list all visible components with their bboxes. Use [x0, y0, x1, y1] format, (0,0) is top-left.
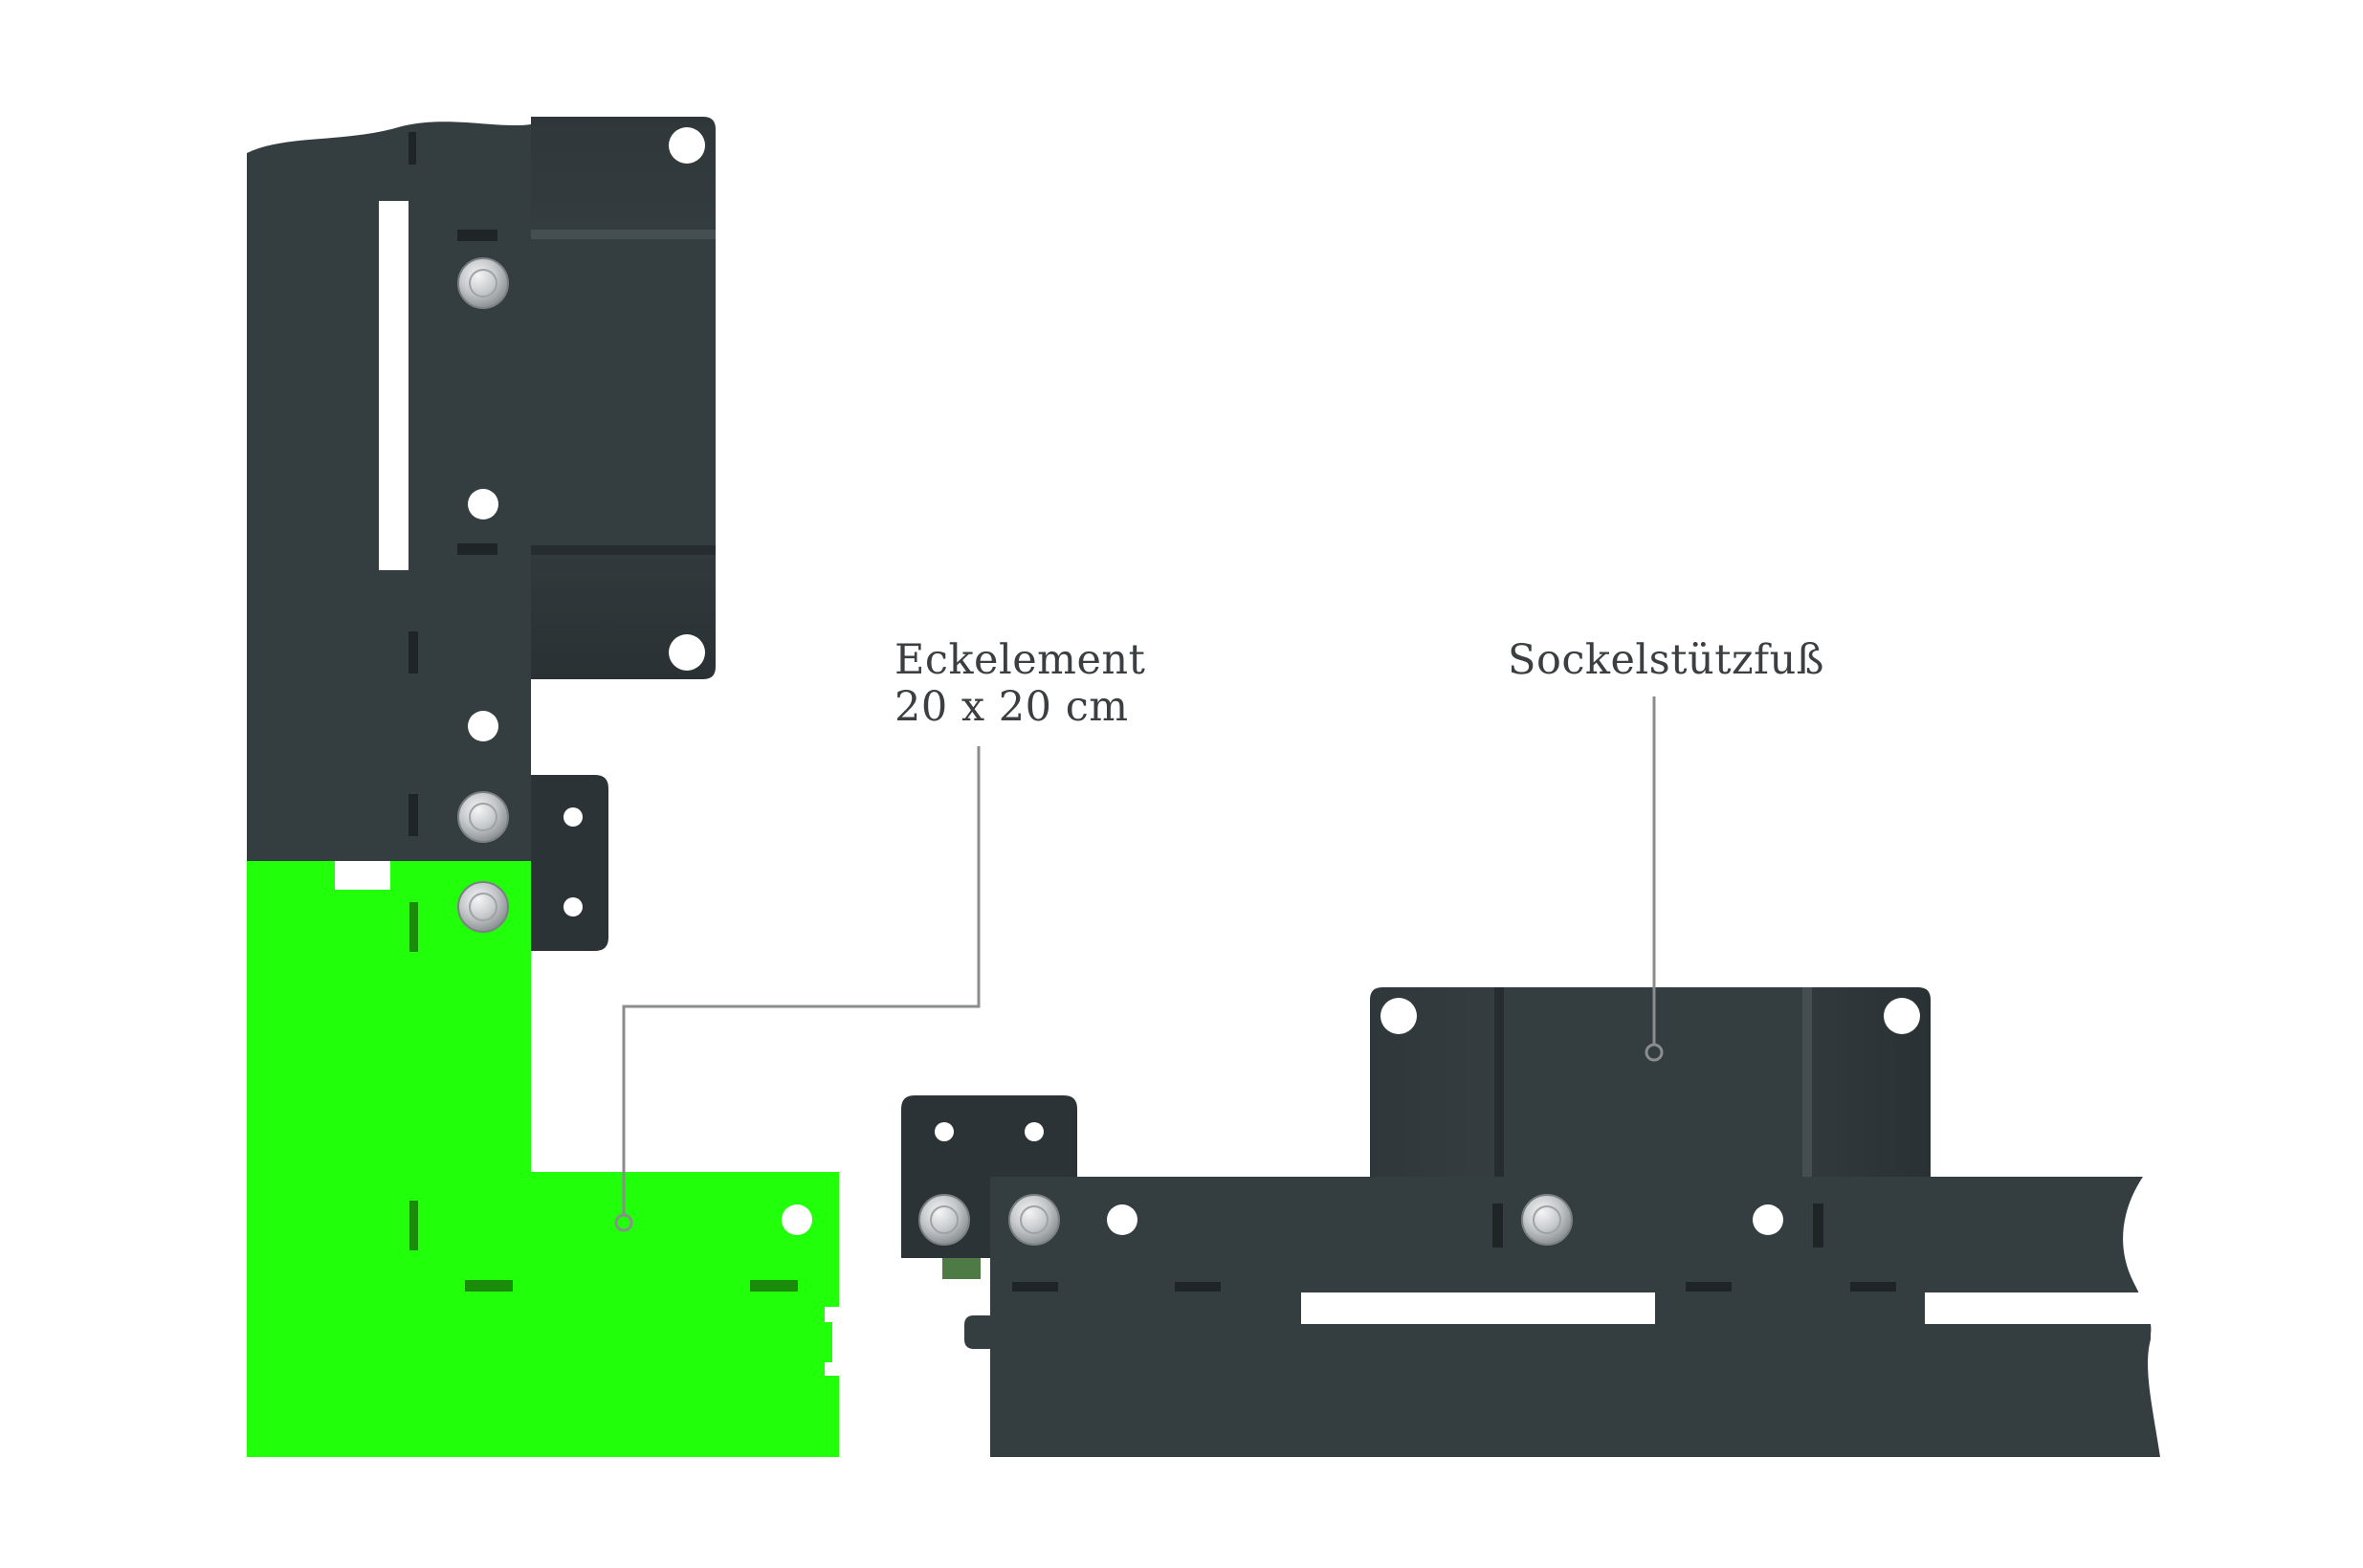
bolt-icon: [1008, 1194, 1060, 1246]
leader-line-corner-element: [614, 746, 981, 1232]
vertical-base-support-bracket: [531, 117, 716, 679]
bolt-icon: [1521, 1194, 1573, 1246]
corner-element-label: Eckelement: [894, 636, 1145, 684]
vertical-connector-plate: [531, 775, 608, 951]
corner-element-size-label: 20 x 20 cm: [894, 683, 1129, 731]
leader-line-base-support-foot: [1645, 696, 1664, 1062]
bolt-icon: [457, 257, 509, 309]
bolt-icon: [457, 881, 509, 933]
bolt-icon: [918, 1194, 970, 1246]
bolt-icon: [457, 791, 509, 843]
vertical-skirting-strip: [247, 121, 531, 861]
corner-element: [247, 861, 839, 1457]
horizontal-skirting-strip: [964, 1177, 2160, 1457]
base-support-foot: [1370, 987, 1931, 1177]
base-support-foot-label: Sockelstützfuß: [1508, 636, 1824, 684]
